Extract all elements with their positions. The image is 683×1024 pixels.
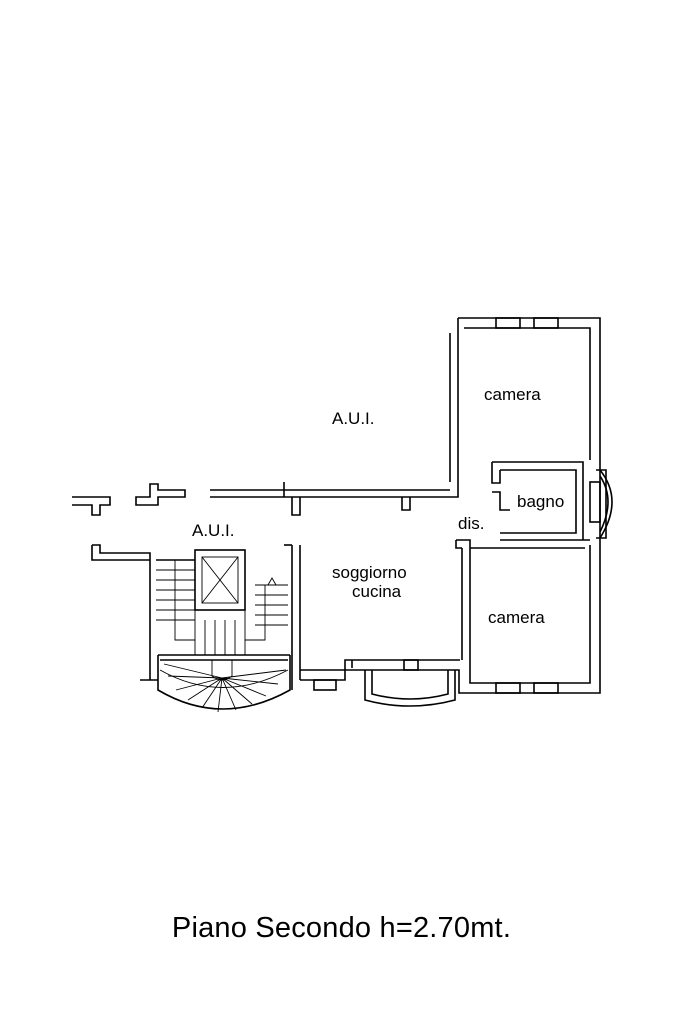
label-camera-top: camera <box>484 385 541 404</box>
label-camera-bottom: camera <box>488 608 545 627</box>
label-bagno: bagno <box>517 492 564 511</box>
balcony-right <box>596 469 613 539</box>
label-aui-left: A.U.I. <box>192 521 235 540</box>
label-aui-top: A.U.I. <box>332 409 375 428</box>
windows <box>313 317 601 694</box>
label-cucina: cucina <box>352 582 402 601</box>
plan-caption: Piano Secondo h=2.70mt. <box>171 912 512 944</box>
apartment-walls <box>72 317 601 694</box>
staircase <box>156 549 291 713</box>
label-soggiorno: soggiorno <box>332 563 407 582</box>
label-dis: dis. <box>458 514 484 533</box>
balcony-bottom <box>364 670 456 707</box>
